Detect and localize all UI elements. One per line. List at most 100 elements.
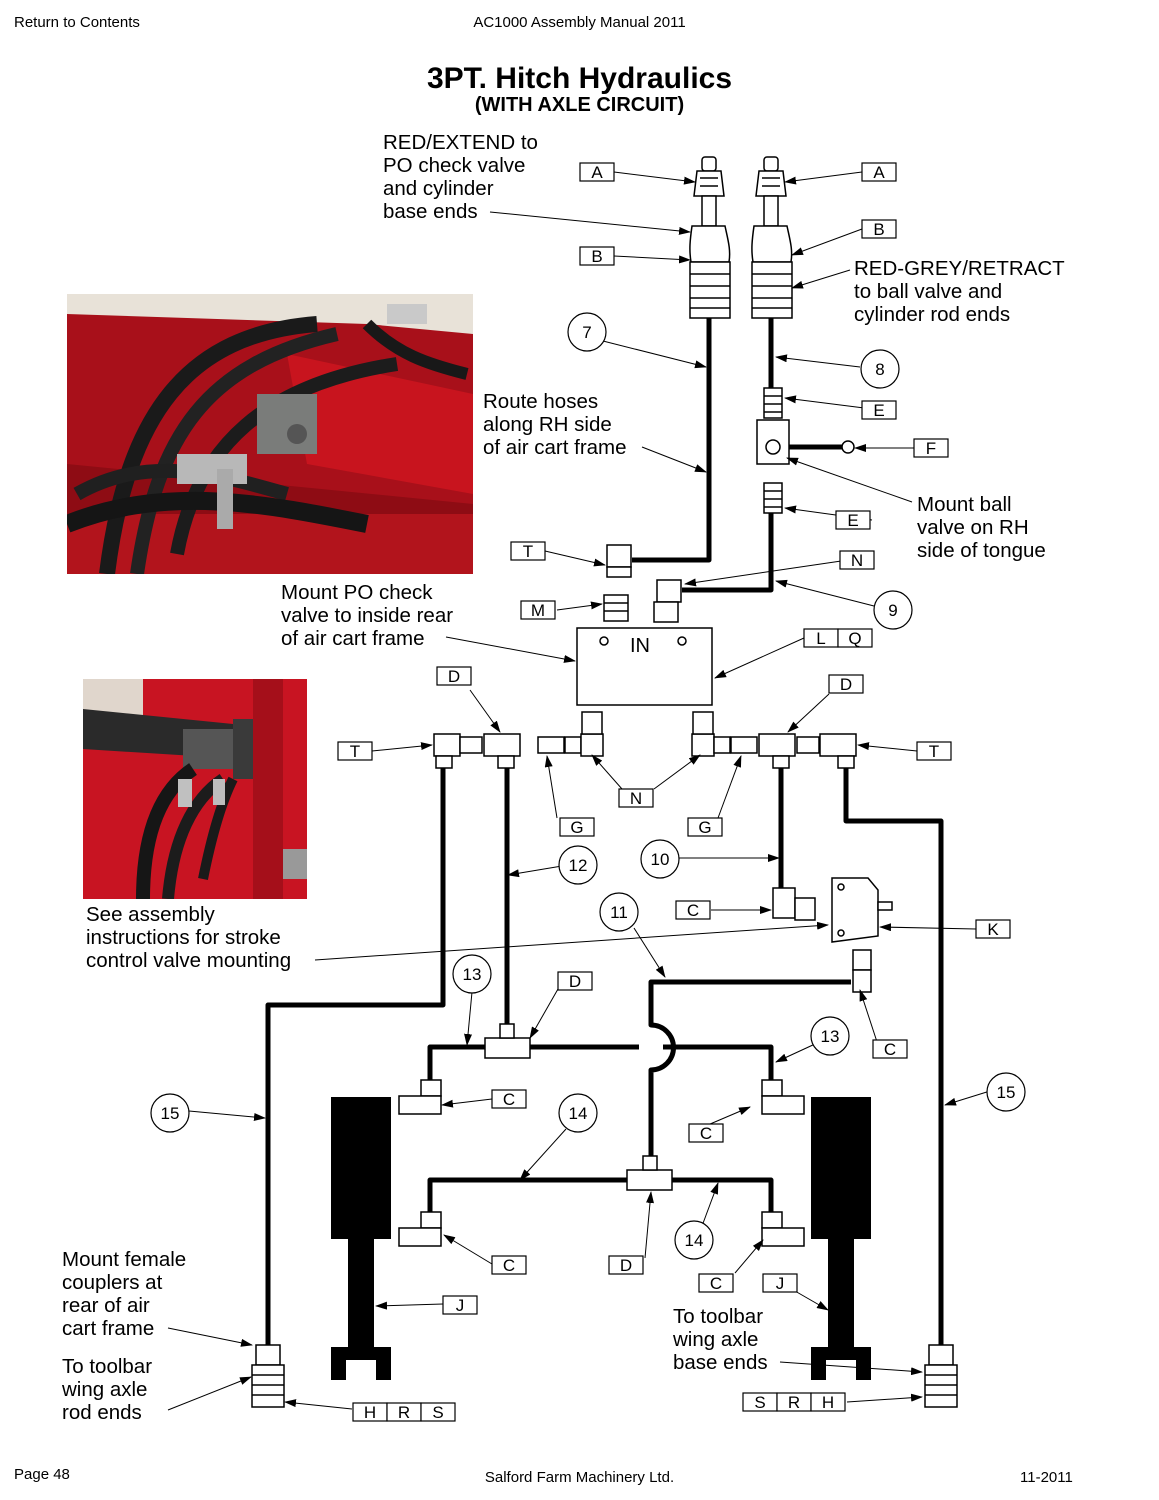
tee-d-13: [484, 1037, 531, 1059]
fitting-c-13-left: [420, 1079, 442, 1097]
note-red-extend-2: PO check valve: [383, 154, 525, 177]
label-c-elbow: C: [884, 1040, 896, 1059]
hose-number-8: 8: [875, 360, 884, 379]
female-coupler-left: [255, 1344, 281, 1366]
note-toolbar-rod-3: rod ends: [62, 1401, 142, 1424]
label-a-right: A: [873, 163, 885, 182]
label-h-right: H: [822, 1393, 834, 1412]
note-route-hoses-3: of air cart frame: [483, 436, 627, 459]
note-mount-female-1: Mount female: [62, 1248, 186, 1271]
photo-hoses-on-frame: [67, 294, 473, 574]
label-t-top: T: [523, 542, 533, 561]
hose-number-12: 12: [569, 856, 588, 875]
label-h-left: H: [364, 1403, 376, 1422]
label-l: L: [816, 629, 825, 648]
fitting-m: [603, 594, 629, 622]
note-mount-female-3: rear of air: [62, 1294, 150, 1317]
note-mount-ball-valve-3: side of tongue: [917, 539, 1046, 562]
adapter-g-right: [730, 736, 758, 754]
note-mount-po-check-3: of air cart frame: [281, 627, 425, 650]
label-d-14: D: [620, 1256, 632, 1275]
cylinder-right-rod: [828, 1239, 854, 1347]
cylinder-left-clevis: [331, 1347, 391, 1380]
elbow-t-right: [819, 733, 857, 757]
elbow-n-top: [656, 579, 682, 603]
label-c-14-left: C: [503, 1256, 515, 1275]
document-title: AC1000 Assembly Manual 2011: [473, 14, 686, 31]
label-g-left: G: [570, 818, 583, 837]
label-k: K: [987, 920, 999, 939]
fitting-c-14-right: [761, 1211, 783, 1229]
note-mount-ball-valve-1: Mount ball: [917, 493, 1012, 516]
note-toolbar-rod-1: To toolbar: [62, 1355, 152, 1378]
note-toolbar-base-2: wing axle: [672, 1328, 758, 1351]
label-j-left: J: [456, 1296, 465, 1315]
cylinder-left-barrel: [331, 1097, 391, 1239]
elbow-t-top: [606, 544, 632, 568]
label-n-top: N: [851, 551, 863, 570]
valve-in-label: IN: [630, 635, 650, 657]
note-toolbar-base-1: To toolbar: [673, 1305, 763, 1328]
label-d-right: D: [840, 675, 852, 694]
cylinder-right-barrel: [811, 1097, 871, 1239]
hose-number-10: 10: [651, 850, 670, 869]
fitting-e-upper: [763, 387, 783, 419]
cylinder-left-rod: [348, 1239, 374, 1347]
hose-number-15-right: 15: [997, 1083, 1016, 1102]
label-e-lower: E: [847, 511, 858, 530]
label-g-right: G: [698, 818, 711, 837]
label-n-middle: N: [630, 789, 642, 808]
note-toolbar-base-3: base ends: [673, 1351, 768, 1374]
label-e-upper: E: [873, 401, 884, 420]
label-r-left: R: [398, 1403, 410, 1422]
page-subtitle: (WITH AXLE CIRCUIT): [474, 94, 685, 116]
hose-number-7: 7: [582, 323, 591, 342]
label-s-left: S: [432, 1403, 443, 1422]
note-red-grey-retract-3: cylinder rod ends: [854, 303, 1010, 326]
page-title: 3PT. Hitch Hydraulics: [426, 62, 733, 95]
fitting-e-lower: [763, 482, 783, 514]
return-to-contents-link[interactable]: Return to Contents: [14, 14, 140, 31]
label-f: F: [926, 439, 936, 458]
note-mount-female-2: couplers at: [62, 1271, 163, 1294]
hose-number-13-right: 13: [821, 1027, 840, 1046]
label-b-right: B: [873, 220, 884, 239]
fitting-c-14-left: [420, 1211, 442, 1229]
note-route-hoses-2: along RH side: [483, 413, 612, 436]
revision-date: 11-2011: [1020, 1469, 1073, 1486]
elbow-t-left: [433, 733, 461, 757]
po-check-valve: [576, 627, 713, 706]
label-t-left: T: [350, 742, 360, 761]
note-red-extend-3: and cylinder: [383, 177, 494, 200]
stroke-control-valve: [831, 877, 879, 943]
label-d-left: D: [448, 667, 460, 686]
fitting-c-13-right: [761, 1079, 783, 1097]
note-mount-po-check-1: Mount PO check: [281, 581, 433, 604]
label-d-13: D: [569, 972, 581, 991]
hose-number-14-top: 14: [569, 1104, 588, 1123]
note-red-grey-retract-2: to ball valve and: [854, 280, 1002, 303]
tee-d-right: [758, 733, 796, 757]
note-see-assembly-3: control valve mounting: [86, 949, 291, 972]
note-mount-ball-valve-2: valve on RH: [917, 516, 1029, 539]
label-r-right: R: [788, 1393, 800, 1412]
note-see-assembly-1: See assembly: [86, 903, 216, 926]
label-c-k: C: [687, 901, 699, 920]
label-c-14-right: C: [710, 1274, 722, 1293]
hose-number-14-bottom: 14: [685, 1231, 704, 1250]
fitting-c-k: [772, 887, 796, 919]
note-red-extend-4: base ends: [383, 200, 478, 223]
label-a-left: A: [591, 163, 603, 182]
label-m: M: [531, 601, 545, 620]
note-toolbar-rod-2: wing axle: [61, 1378, 147, 1401]
label-b-left: B: [591, 247, 602, 266]
hose-15-left: [265, 762, 446, 1350]
male-coupler-right: [751, 156, 793, 319]
tee-d-14: [626, 1169, 673, 1191]
note-see-assembly-2: instructions for stroke: [86, 926, 281, 949]
cylinder-right-clevis: [811, 1347, 871, 1380]
note-red-grey-retract-1: RED-GREY/RETRACT: [854, 257, 1065, 280]
male-coupler-left: [689, 156, 731, 319]
hose-13: [427, 1044, 774, 1080]
label-s-right: S: [754, 1393, 765, 1412]
